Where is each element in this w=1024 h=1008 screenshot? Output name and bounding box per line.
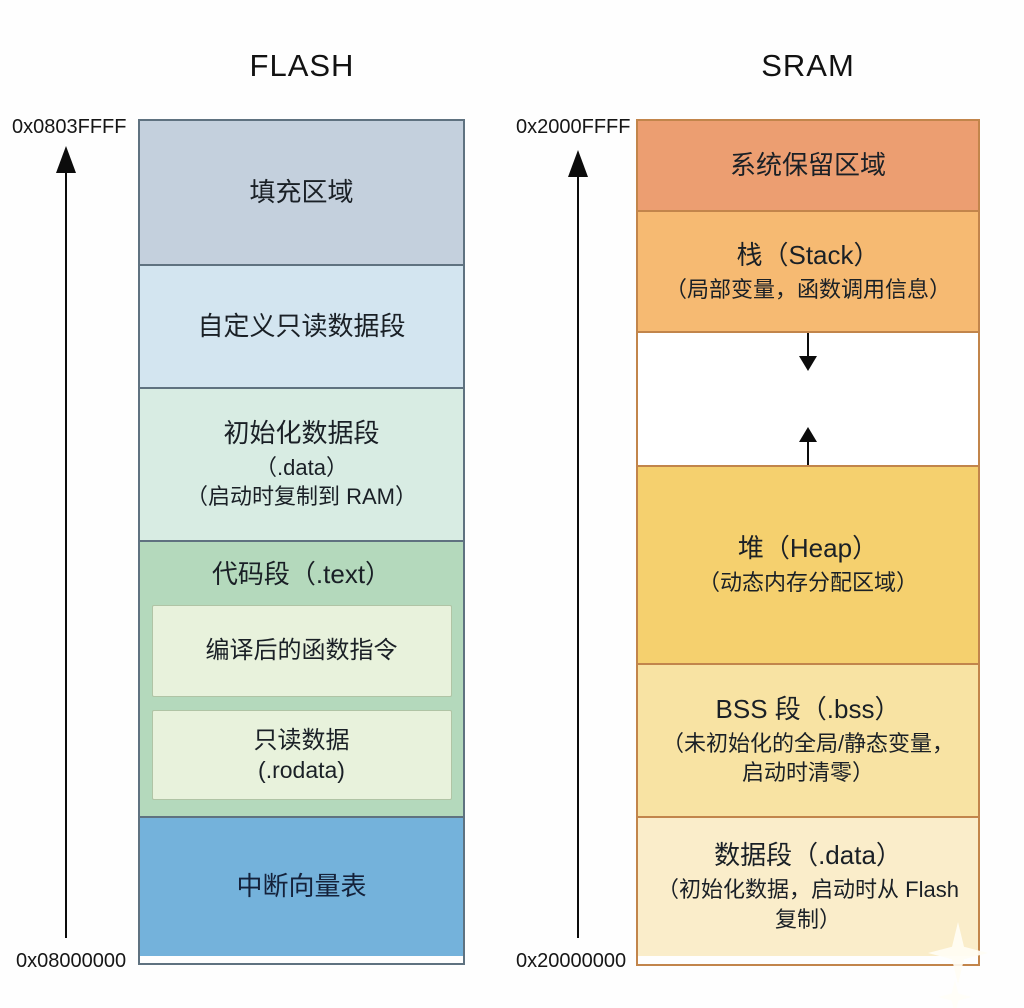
inner-block-compiled-instructions: 编译后的函数指令 (151, 605, 452, 697)
flash-block-interrupt-vector-table: 中断向量表 (140, 816, 463, 956)
flash-bottom-address: 0x08000000 (16, 950, 127, 972)
sram-block-growth-gap (638, 331, 978, 465)
sram-top-address: 0x2000FFFF (516, 116, 631, 138)
arrow-line (807, 441, 809, 465)
block-label: 自定义只读数据段 (197, 310, 406, 341)
heap-growth-up-arrow-icon (799, 427, 817, 465)
block-label: 中断向量表 (236, 871, 367, 902)
block-label: BSS 段（.bss） (715, 693, 901, 724)
flash-column: 填充区域 自定义只读数据段 初始化数据段 （.data） （启动时复制到 RAM… (138, 119, 465, 965)
arrow-head (568, 150, 588, 177)
sram-block-system-reserved: 系统保留区域 (638, 121, 978, 210)
flash-axis-up-arrow-icon (55, 146, 77, 938)
block-label: 编译后的函数指令 (205, 637, 398, 665)
block-sublabel: （局部变量，函数调用信息） (664, 276, 951, 302)
sram-bottom-address: 0x20000000 (516, 950, 627, 972)
block-label: 代码段（.text） (211, 559, 392, 589)
sram-title: SRAM (761, 48, 855, 83)
block-label: 填充区域 (249, 176, 354, 207)
arrow-line (65, 170, 67, 938)
sram-block-data-segment: 数据段（.data） （初始化数据，启动时从 Flash 复制） (638, 816, 978, 956)
arrow-head (56, 146, 76, 173)
block-sublabel: （初始化数据，启动时从 Flash 复制） (657, 877, 959, 932)
block-sublabel: （未初始化的全局/静态变量，启动时清零） (661, 730, 955, 786)
sram-block-bss: BSS 段（.bss） （未初始化的全局/静态变量，启动时清零） (638, 663, 978, 816)
flash-title: FLASH (249, 48, 355, 83)
block-sublabel: (.rodata) (258, 757, 345, 784)
flash-top-address: 0x0803FFFF (12, 116, 127, 138)
block-sublabel: （.data） (255, 454, 348, 480)
block-label: 堆（Heap） (737, 533, 879, 564)
stack-growth-down-arrow-icon (799, 333, 817, 371)
flash-block-custom-rodata: 自定义只读数据段 (140, 264, 463, 387)
arrow-line (577, 174, 579, 938)
flash-block-padding-area: 填充区域 (140, 121, 463, 264)
sram-block-stack: 栈（Stack） （局部变量，函数调用信息） (638, 210, 978, 331)
arrow-head (799, 427, 817, 442)
block-label: 栈（Stack） (736, 239, 880, 270)
sram-block-heap: 堆（Heap） （动态内存分配区域） (638, 465, 978, 663)
sram-axis-up-arrow-icon (567, 150, 589, 938)
watermark-sparkle-icon (938, 980, 972, 1008)
block-label: 只读数据 (253, 727, 350, 755)
sram-column: 系统保留区域 栈（Stack） （局部变量，函数调用信息） 堆（Heap） （动… (636, 119, 980, 966)
inner-block-read-only-data: 只读数据 (.rodata) (151, 710, 452, 800)
flash-block-initialized-data: 初始化数据段 （.data） （启动时复制到 RAM） (140, 387, 463, 540)
arrow-head (799, 356, 817, 371)
block-label: 初始化数据段 (223, 417, 380, 448)
block-sublabel: （启动时复制到 RAM） (185, 484, 417, 510)
flash-block-code-segment: 代码段（.text） 编译后的函数指令 只读数据 (.rodata) (140, 540, 463, 816)
block-sublabel: （动态内存分配区域） (697, 570, 918, 596)
block-label: 系统保留区域 (729, 149, 886, 180)
arrow-line (807, 333, 809, 357)
block-label: 数据段（.data） (714, 840, 902, 871)
